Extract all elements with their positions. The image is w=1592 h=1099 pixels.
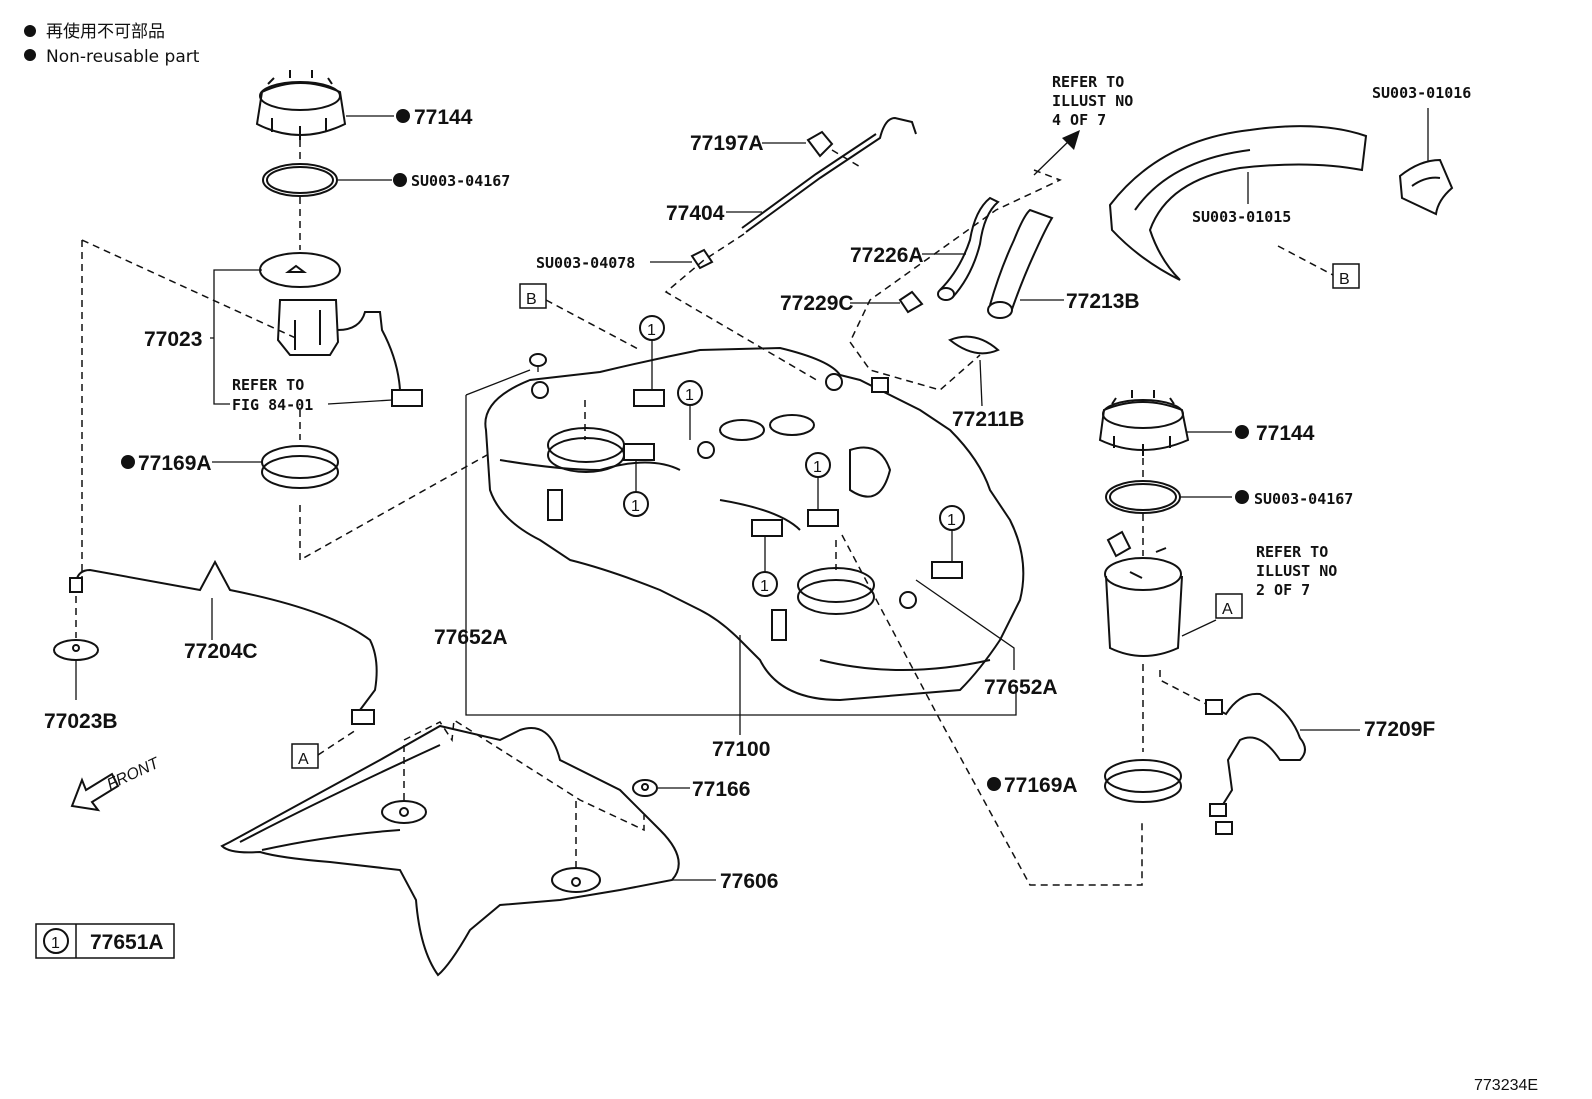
svg-text:1: 1 xyxy=(685,387,694,404)
leader-lines xyxy=(210,115,1249,881)
refer-illust2-line3: 2 OF 7 xyxy=(1256,581,1310,599)
non-reusable-bullet-icon xyxy=(24,25,36,37)
lock-ring-77144-top xyxy=(255,70,347,140)
vent-tube-77404 xyxy=(664,116,917,383)
non-reusable-bullet-icon xyxy=(121,455,135,469)
refer-fig-line1: REFER TO xyxy=(232,376,304,394)
gasket-su003-04167-top xyxy=(262,163,338,197)
fuel-pump-77023 xyxy=(259,252,423,407)
svg-text:A: A xyxy=(1222,601,1233,618)
legend-japanese: 再使用不可部品 xyxy=(46,21,165,42)
label-77652a-left: 77652A xyxy=(434,626,508,649)
protector-77606 xyxy=(220,718,680,977)
label-77144-right: 77144 xyxy=(1256,422,1315,445)
label-su003-04167-top: SU003-04167 xyxy=(411,172,510,190)
label-77169a-left: 77169A xyxy=(138,452,212,475)
legend: 再使用不可部品 Non-reusable part xyxy=(24,21,200,67)
label-su003-04167-right: SU003-04167 xyxy=(1254,490,1353,508)
refer-illust2-line2: ILLUST NO xyxy=(1256,562,1337,580)
grommet-markers: 1 1 1 1 1 1 xyxy=(623,315,965,597)
grommet-77023b xyxy=(53,596,99,700)
label-77166: 77166 xyxy=(692,778,750,801)
marker-b-right: B xyxy=(1277,245,1360,289)
label-77197a: 77197A xyxy=(690,132,764,155)
svg-text:A: A xyxy=(298,751,309,768)
front-label: FRONT xyxy=(105,754,163,793)
non-reusable-bullet-icon xyxy=(1235,490,1249,504)
label-su003-04078: SU003-04078 xyxy=(536,254,635,272)
label-77652a-right: 77652A xyxy=(984,676,1058,699)
part-labels: 77144 SU003-04167 77023 77169A 77204C 77… xyxy=(44,84,1471,893)
svg-text:1: 1 xyxy=(647,322,656,339)
marker-a-right: A xyxy=(1215,593,1243,619)
refer-illust4-line1: REFER TO xyxy=(1052,73,1124,91)
label-77144-top: 77144 xyxy=(414,106,473,129)
tube-77204c xyxy=(69,559,378,725)
front-arrow-icon xyxy=(70,772,120,812)
label-77211b: 77211B xyxy=(952,408,1024,431)
non-reusable-bullet-icon xyxy=(987,777,1001,791)
right-pump-group xyxy=(1098,390,1217,803)
left-pump-group xyxy=(81,70,586,585)
clamp-su003-04078 xyxy=(690,248,714,270)
refer-illust4-line3: 4 OF 7 xyxy=(1052,111,1106,129)
lock-ring-77144-right xyxy=(1098,390,1190,456)
label-77229c: 77229C xyxy=(780,292,854,315)
refer-arrow-up xyxy=(1033,130,1080,176)
marker-b-left: B xyxy=(519,283,641,351)
non-reusable-bullet-icon xyxy=(393,173,407,187)
hoses xyxy=(849,169,1062,391)
fuel-pump-right xyxy=(1104,530,1183,657)
label-77023b: 77023B xyxy=(44,710,118,733)
svg-text:B: B xyxy=(526,291,537,308)
marker-a-left: A xyxy=(291,729,357,769)
key-symbol: 1 xyxy=(51,935,60,952)
label-su003-01016: SU003-01016 xyxy=(1372,84,1471,102)
label-77226a: 77226A xyxy=(850,244,924,267)
non-reusable-bullets xyxy=(121,109,1249,791)
label-77404: 77404 xyxy=(666,202,725,225)
protector-su003-01016 xyxy=(1398,108,1454,216)
svg-text:B: B xyxy=(1339,271,1350,288)
clamp-77229c xyxy=(898,290,924,314)
refer-illust4-line2: ILLUST NO xyxy=(1052,92,1133,110)
fuel-tank-77100 xyxy=(465,346,1143,886)
key-box: 1 77651A xyxy=(35,923,175,959)
label-77023: 77023 xyxy=(144,328,202,351)
legend-english: Non-reusable part xyxy=(46,47,200,67)
gasket-77169a-right xyxy=(1104,759,1182,803)
label-77204c: 77204C xyxy=(184,640,258,663)
front-direction: FRONT xyxy=(70,754,163,812)
label-77209f: 77209F xyxy=(1364,718,1435,741)
label-77606: 77606 xyxy=(720,870,778,893)
svg-text:1: 1 xyxy=(813,459,822,476)
label-77213b: 77213B xyxy=(1066,290,1140,313)
clamp-77211b xyxy=(948,335,1000,355)
gasket-su003-04167-right xyxy=(1105,480,1181,514)
protector-su003-01015 xyxy=(1108,125,1368,281)
refer-notes: REFER TO ILLUST NO 4 OF 7 REFER TO FIG 8… xyxy=(232,73,1337,599)
refer-fig-line2: FIG 84-01 xyxy=(232,396,313,414)
grommet-77166 xyxy=(632,779,690,797)
clip-77197a xyxy=(806,130,834,158)
non-reusable-bullet-icon xyxy=(1235,425,1249,439)
svg-text:1: 1 xyxy=(760,578,769,595)
non-reusable-bullet-icon xyxy=(396,109,410,123)
tube-77209f xyxy=(1205,692,1360,835)
illustration-id: 773234E xyxy=(1474,1077,1538,1094)
refer-illust2-line1: REFER TO xyxy=(1256,543,1328,561)
svg-text:1: 1 xyxy=(947,512,956,529)
non-reusable-bullet-icon xyxy=(24,49,36,61)
label-77169a-right: 77169A xyxy=(1004,774,1078,797)
label-su003-01015: SU003-01015 xyxy=(1192,208,1291,226)
key-part-77651a: 77651A xyxy=(90,931,164,954)
gasket-77169a-left xyxy=(261,445,339,489)
label-77100: 77100 xyxy=(712,738,770,761)
svg-text:1: 1 xyxy=(631,498,640,515)
